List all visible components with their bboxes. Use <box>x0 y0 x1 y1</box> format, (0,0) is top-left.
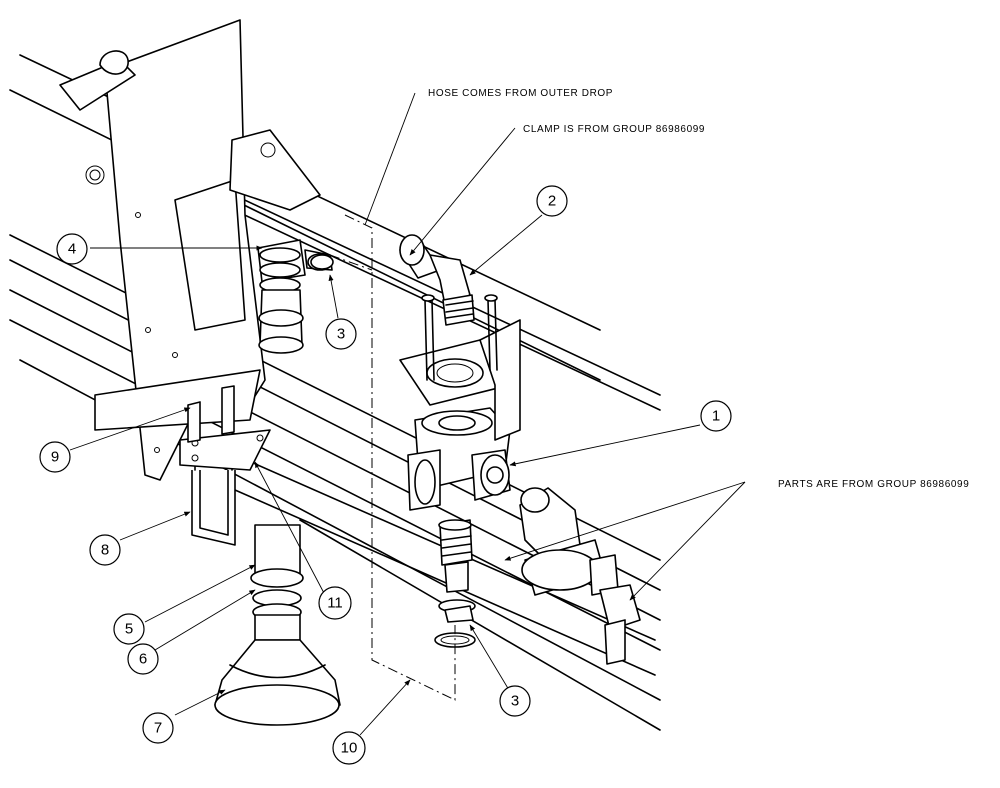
callout-10-label: 10 <box>341 740 358 757</box>
callout-6-label: 6 <box>139 651 147 668</box>
callout-10: 10 <box>332 731 366 765</box>
mounting-bracket <box>59 19 321 481</box>
note-leaders <box>364 92 746 601</box>
callout-11-label: 11 <box>327 595 343 612</box>
callout-4: 4 <box>56 233 88 265</box>
callout-7-label: 7 <box>154 720 162 737</box>
note-parts: PARTS ARE FROM GROUP 86986099 <box>778 479 969 490</box>
callout-2: 2 <box>536 185 568 217</box>
callout-3-lower: 3 <box>499 685 531 717</box>
callout-8: 8 <box>89 534 121 566</box>
u-bolt <box>191 454 236 546</box>
note-hose: HOSE COMES FROM OUTER DROP <box>428 88 613 99</box>
callout-5-label: 5 <box>125 621 133 638</box>
callout-9: 9 <box>39 441 71 473</box>
callout-leaders <box>69 214 701 736</box>
callout-2-label: 2 <box>548 193 556 210</box>
callout-1-label: 1 <box>712 408 720 425</box>
lower-fitting <box>438 519 476 623</box>
callout-8-label: 8 <box>101 542 109 559</box>
callout-5: 5 <box>113 613 145 645</box>
upper-elbow <box>399 234 521 441</box>
callout-3-upper: 3 <box>325 318 357 350</box>
callout-3-upper-label: 3 <box>337 326 345 343</box>
callout-11: 11 <box>318 586 352 620</box>
hose-path <box>329 214 456 701</box>
callout-4-label: 4 <box>68 241 76 258</box>
boom-frame <box>9 54 661 731</box>
note-clamp: CLAMP IS FROM GROUP 86986099 <box>523 124 705 135</box>
plate-bracket <box>179 385 271 471</box>
callout-9-label: 9 <box>51 449 59 466</box>
callout-1: 1 <box>700 400 732 432</box>
callout-3-lower-label: 3 <box>511 693 519 710</box>
callout-6: 6 <box>127 643 159 675</box>
nozzle-body-assembly <box>519 487 641 665</box>
tee-fitting <box>407 407 511 511</box>
callout-7: 7 <box>142 712 174 744</box>
